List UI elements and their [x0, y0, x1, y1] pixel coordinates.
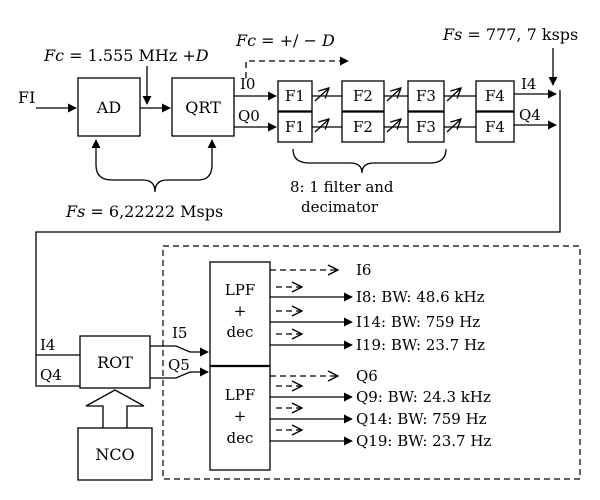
lpf-i-line3: dec: [227, 323, 254, 341]
f2-i-label: F2: [353, 87, 373, 105]
output-i8: I8: BW: 48.6 kHz: [356, 288, 485, 306]
qrt-label: QRT: [185, 98, 221, 117]
lpf-dashed-group: [162, 245, 581, 480]
signal-q0: Q0: [238, 107, 260, 125]
signal-i0: I0: [240, 75, 255, 93]
fc-shift-dashed-arrow: [245, 56, 349, 78]
f1-q-decimate-arrow: [314, 119, 329, 133]
output-q9: Q9: BW: 24.3 kHz: [356, 388, 491, 406]
output-q14: Q14: BW: 759 Hz: [356, 410, 487, 428]
lpf-q-line2: +: [234, 407, 247, 425]
f2-i-decimate-arrow: [386, 88, 401, 102]
f3-i-label: F3: [416, 87, 436, 105]
rot-label: ROT: [97, 353, 133, 372]
nco-label: NCO: [95, 445, 134, 464]
fs-in-annotation: Fs = 6,22222 Msps: [65, 202, 223, 221]
signal-q5: Q5: [168, 356, 190, 374]
signal-i4: I4: [521, 75, 536, 93]
f1-q-label: F1: [285, 118, 305, 136]
fs-in-brace: [95, 152, 213, 193]
signal-q4-rot: Q4: [40, 366, 62, 384]
signal-i5: I5: [172, 324, 187, 342]
nco-block: [77, 427, 153, 481]
lpf-i-line1: LPF: [225, 281, 255, 299]
f2-q-block: [341, 111, 385, 143]
f4-i-block: [475, 80, 515, 112]
f4-q-label: F4: [485, 118, 505, 136]
filter-brace-label-2: decimator: [301, 198, 379, 216]
signal-i4-rot: I4: [40, 336, 55, 354]
f3-i-decimate-arrow: [446, 88, 461, 102]
filter-brace-label-1: 8: 1 filter and: [290, 178, 394, 196]
f3-i-block: [407, 80, 445, 112]
f2-i-block: [341, 80, 385, 112]
rot-input-frame: [35, 355, 80, 387]
i5-line: [150, 345, 209, 357]
fc-annotation: Fc = 1.555 MHz +D: [43, 46, 209, 65]
output-i19: I19: BW: 23.7 Hz: [356, 336, 485, 354]
fc-shift-annotation: Fc = +/ − D: [235, 31, 335, 50]
f3-q-decimate-arrow: [446, 119, 461, 133]
f4-i-label: F4: [485, 87, 505, 105]
f4-q-block: [475, 111, 515, 143]
output-q19: Q19: BW: 23.7 Hz: [356, 432, 491, 450]
f2-q-label: F2: [353, 118, 373, 136]
output-i6: I6: [356, 261, 371, 279]
qrt-block: [171, 77, 235, 137]
lpf-q-block: [209, 365, 271, 471]
ad-label: AD: [96, 98, 121, 117]
f1-i-block: [277, 80, 313, 112]
i4-feed-line: [35, 90, 561, 355]
q5-line: [150, 367, 209, 379]
filter-brace: [292, 148, 447, 174]
f1-i-label: F1: [285, 87, 305, 105]
input-label: FI: [18, 88, 35, 107]
output-i14: I14: BW: 759 Hz: [356, 313, 480, 331]
output-q6: Q6: [356, 367, 378, 385]
ad-block: [77, 77, 141, 137]
lpf-q-line1: LPF: [225, 386, 255, 404]
lpf-q-line3: dec: [227, 429, 254, 447]
fs-out-annotation: Fs = 777, 7 ksps: [442, 25, 578, 44]
f3-q-label: F3: [416, 118, 436, 136]
lpf-i-line2: +: [234, 302, 247, 320]
f2-q-decimate-arrow: [386, 119, 401, 133]
nco-to-rot-arrow: [85, 389, 145, 428]
signal-q4: Q4: [519, 106, 541, 124]
rot-block: [79, 335, 151, 389]
f1-i-decimate-arrow: [314, 88, 329, 102]
